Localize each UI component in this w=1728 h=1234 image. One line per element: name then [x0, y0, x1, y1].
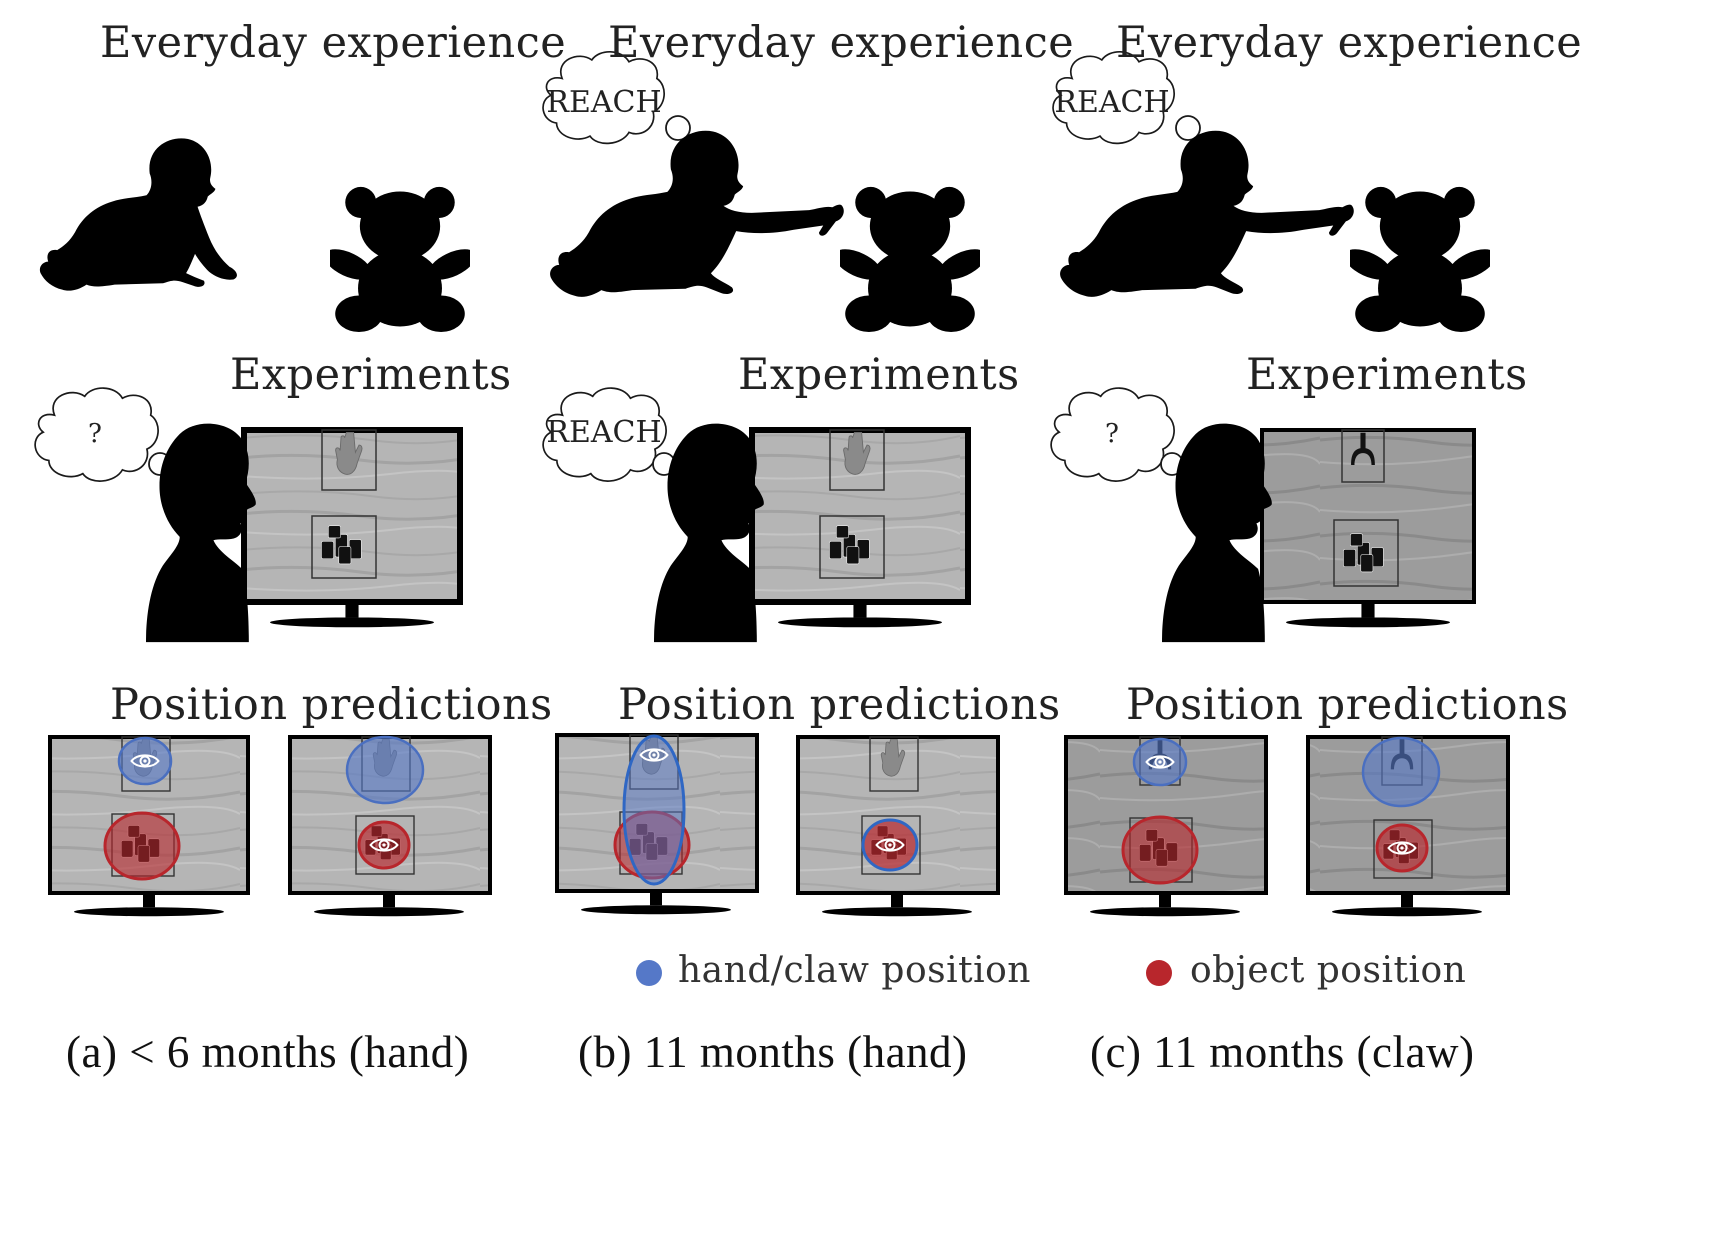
experiments-row	[34, 387, 1476, 643]
monitor-stand	[314, 893, 464, 917]
section-title-everyday: Everyday experience	[1116, 18, 1583, 68]
crawling-baby-icon	[39, 138, 237, 291]
monitor-stand	[822, 893, 972, 917]
thought-reach-b-mid: REACH	[546, 415, 661, 450]
panel-letter: (c)	[1090, 1027, 1142, 1077]
reaching-baby-icon	[550, 130, 844, 297]
teddy-bear-icon	[330, 186, 470, 332]
reaching-baby-icon	[1060, 130, 1354, 297]
legend-object-label: object position	[1190, 950, 1467, 991]
section-title-experiments: Experiments	[230, 350, 512, 400]
thought-question-c: ?	[1105, 419, 1119, 449]
hand-position-marker	[622, 734, 686, 886]
thought-question-a: ?	[88, 419, 102, 449]
section-title-predictions: Position predictions	[110, 680, 553, 730]
section-title-everyday: Everyday experience	[100, 18, 567, 68]
hand-position-marker	[1361, 736, 1441, 808]
monitor-stand	[1090, 893, 1240, 917]
thought-reach-c-top: REACH	[1054, 85, 1169, 120]
teddy-bear-icon	[840, 186, 980, 332]
section-title-experiments: Experiments	[1246, 350, 1528, 400]
panel-caption-b: (b) 11 months (hand)	[578, 1026, 968, 1078]
monitor-stand	[74, 893, 224, 917]
teddy-bear-icon	[1350, 186, 1490, 332]
thought-reach-b-top: REACH	[546, 85, 661, 120]
hand-position-marker	[345, 735, 425, 805]
legend-hand-label: hand/claw position	[678, 950, 1031, 991]
monitor-stand	[778, 602, 942, 628]
monitor-stand	[1332, 893, 1482, 917]
panel-letter: (a)	[66, 1027, 118, 1077]
monitor-screen	[1260, 428, 1476, 604]
panel-caption-c: (c) 11 months (claw)	[1090, 1026, 1474, 1078]
panel-description: 11 months (claw)	[1153, 1027, 1475, 1077]
panel-description: 11 months (hand)	[643, 1027, 968, 1077]
section-title-experiments: Experiments	[738, 350, 1020, 400]
object-position-marker	[1121, 815, 1199, 885]
object-position-marker	[103, 811, 181, 881]
predictions-row	[48, 733, 1510, 917]
monitor-stand	[270, 602, 434, 628]
panel-letter: (b)	[578, 1027, 632, 1077]
monitor-stand	[581, 891, 731, 915]
panel-caption-a: (a) < 6 months (hand)	[66, 1026, 469, 1078]
monitor-stand	[1286, 602, 1450, 628]
legend-object-dot	[1146, 960, 1172, 986]
section-title-everyday: Everyday experience	[608, 18, 1075, 68]
legend-hand-dot	[636, 960, 662, 986]
section-title-predictions: Position predictions	[618, 680, 1061, 730]
section-title-predictions: Position predictions	[1126, 680, 1569, 730]
panel-description: < 6 months (hand)	[129, 1027, 470, 1077]
everyday-row	[39, 50, 1490, 332]
